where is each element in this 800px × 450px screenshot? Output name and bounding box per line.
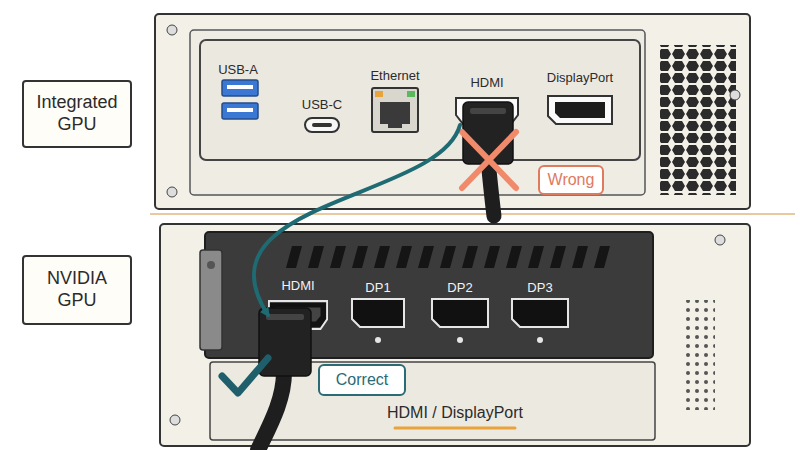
wrong-callout: Wrong [538,165,604,195]
port-name-label: HDMI / DisplayPort [385,404,525,422]
port-name-label: DP2 [390,280,530,295]
port-name-label: USB-C [252,97,392,112]
gpu-label-box: Integrated GPU [22,80,132,148]
gpu-label-box: NVIDIA GPU [22,255,132,325]
node-text: Integrated GPU [28,92,126,135]
correct-callout: Correct [318,364,406,396]
node-text: NVIDIA GPU [28,268,126,311]
port-name-label: DisplayPort [510,70,650,85]
port-name-label: DP3 [470,280,610,295]
port-name-label: Ethernet [325,68,465,83]
node-text: Correct [336,371,388,389]
node-text: Wrong [548,171,595,189]
port-label: HDMI [431,75,543,90]
port-name-label: USB-A [168,62,308,77]
port-label: HDMI [244,278,352,293]
port-name-label: DP1 [308,280,448,295]
